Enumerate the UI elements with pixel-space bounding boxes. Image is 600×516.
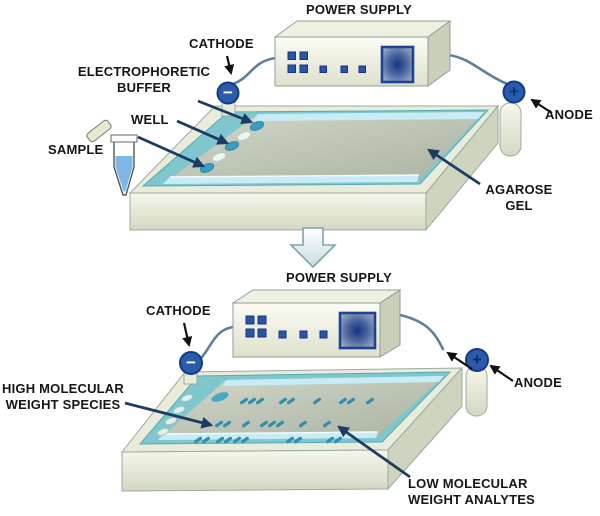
gel-band (260, 420, 268, 428)
cathode-label-bottom: CATHODE (146, 303, 211, 318)
well-arrow (176, 119, 230, 145)
sample-arrow (137, 135, 206, 168)
anode-electrode: + (502, 80, 526, 104)
cathode-wire (200, 325, 235, 359)
gel-band (216, 436, 224, 444)
gel-band (223, 420, 231, 428)
anode-electrode: + (465, 348, 489, 372)
step-down-arrow (289, 227, 337, 269)
power-supply-buttons (245, 315, 328, 339)
well-label: WELL (131, 112, 169, 127)
gel-band (287, 397, 295, 405)
sample-liquid (115, 156, 133, 192)
gel-band (248, 397, 256, 405)
cathode-electrode: − (216, 81, 240, 117)
power-supply-after (200, 289, 445, 359)
top-annotation-arrows (137, 55, 553, 186)
power-supply-label-bottom: POWER SUPPLY (286, 270, 392, 285)
gel-band (323, 420, 331, 428)
gel-band (240, 397, 248, 405)
separated-bands (194, 392, 374, 444)
anode-corner-post (499, 102, 522, 157)
anode-corner-post (465, 365, 488, 417)
well (236, 131, 252, 141)
low-mw-label: LOW MOLECULAR WEIGHT ANALYTES (408, 476, 535, 507)
gel-band (286, 436, 294, 444)
bottom-annotation-arrows (124, 322, 514, 479)
cathode-arrow (224, 55, 235, 75)
agarose-gel-slab (163, 112, 484, 184)
gel-band (268, 420, 276, 428)
gel-band (279, 397, 287, 405)
gel-band (256, 397, 264, 405)
anode-wire (398, 313, 445, 351)
agarose-gel-label: AGAROSE GEL (485, 182, 553, 213)
anode-wire (447, 53, 509, 86)
cathode-label-top: CATHODE (189, 36, 254, 51)
plus-symbol: + (472, 350, 482, 369)
gel-band (194, 436, 202, 444)
well (156, 428, 170, 436)
power-supply-buttons (287, 51, 366, 73)
anode-label-bottom: ANODE (514, 375, 562, 390)
power-supply-display (338, 311, 377, 350)
gel-band (366, 397, 374, 405)
cathode-arrow (182, 322, 193, 347)
power-supply-display (380, 45, 415, 84)
low-mw-arrow (337, 425, 411, 479)
gel-tray-after (120, 365, 488, 492)
gel-band (313, 397, 321, 405)
well-row (199, 121, 265, 173)
well (164, 417, 178, 425)
gel-band (339, 397, 347, 405)
sample-label: SAMPLE (48, 142, 104, 157)
well (249, 121, 265, 131)
buffer-label: ELECTROPHORETIC BUFFER (77, 64, 211, 95)
cathode-electrode: − (179, 351, 203, 385)
well (211, 152, 227, 162)
well-row (156, 394, 194, 436)
gel-band (242, 420, 250, 428)
well (180, 394, 194, 402)
well (211, 392, 229, 402)
gel-band (241, 436, 249, 444)
high-mw-label: HIGH MOLECULAR WEIGHT SPECIES (2, 381, 124, 412)
gel-band (215, 420, 223, 428)
tube-cap (86, 119, 112, 143)
power-supply-label-top: POWER SUPPLY (306, 2, 412, 17)
minus-symbol: − (223, 83, 233, 102)
gel-band (326, 436, 334, 444)
gel-band (224, 436, 232, 444)
gel-band (233, 436, 241, 444)
top-panel: − + (86, 20, 553, 232)
gel-band (299, 420, 307, 428)
well (172, 406, 186, 414)
anode-wire-arrow (446, 351, 473, 370)
sample-tube (86, 119, 138, 196)
anode-label-top: ANODE (545, 107, 593, 122)
gel-band (334, 436, 342, 444)
gel-band (202, 436, 210, 444)
gel-tray-before (128, 102, 522, 232)
gel-band (294, 436, 302, 444)
anode-arrow (530, 98, 553, 114)
power-supply-before (231, 20, 509, 87)
cathode-wire (231, 56, 278, 86)
gel-band (276, 420, 284, 428)
high-mw-arrow (124, 401, 214, 429)
agarose-arrow (427, 148, 481, 186)
bottom-panel: − + (120, 289, 514, 492)
plus-symbol: + (509, 82, 519, 101)
minus-symbol: − (186, 353, 196, 372)
buffer-arrow (197, 99, 254, 125)
anode-arrow (489, 364, 514, 382)
gel-band (347, 397, 355, 405)
